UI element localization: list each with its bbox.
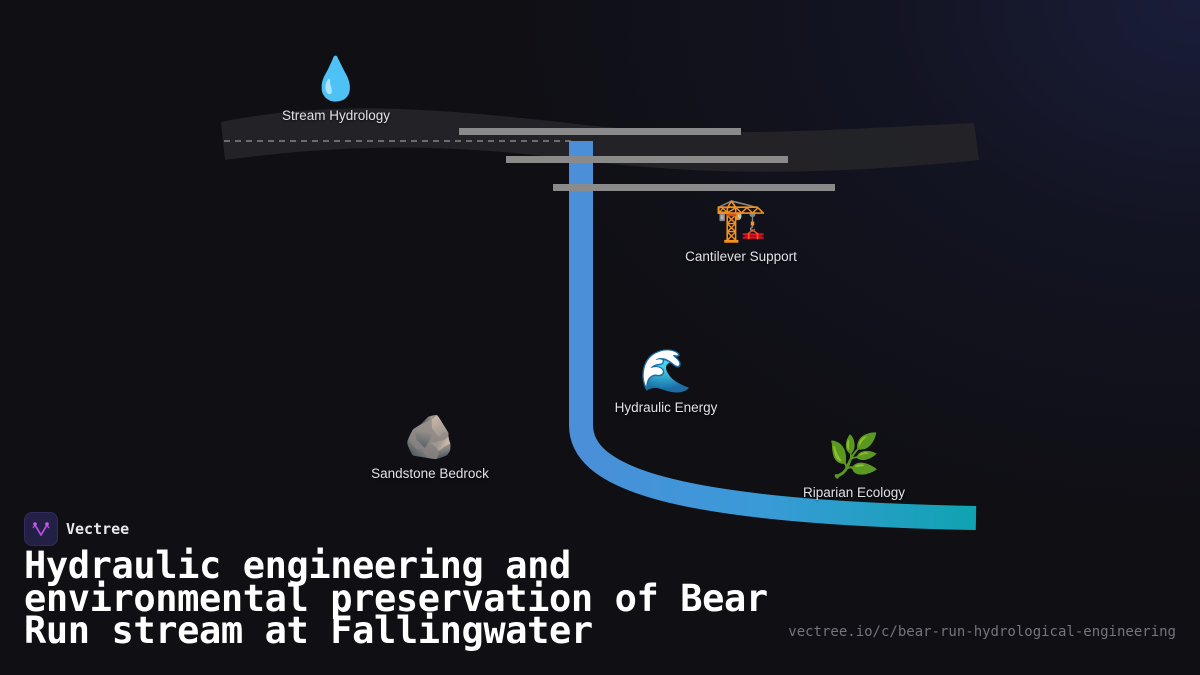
crane-icon: 🏗️ [714, 195, 768, 244]
node-cantilever-support[interactable]: 🏗️ Cantilever Support [685, 195, 797, 264]
brand-name: Vectree [66, 520, 130, 538]
node-label: Stream Hydrology [281, 108, 391, 123]
rock-icon: 🪨 [403, 412, 457, 461]
brand[interactable]: Vectree [24, 512, 129, 546]
node-label: Riparian Ecology [802, 485, 906, 500]
node-label: Hydraulic Energy [614, 400, 718, 415]
vectree-logo-icon [24, 512, 58, 546]
stream-path [569, 141, 977, 530]
terrace-1 [459, 128, 741, 135]
node-stream-hydrology[interactable]: 💧 Stream Hydrology [282, 54, 390, 123]
ground-band [221, 108, 979, 172]
terrace-3 [553, 184, 835, 191]
source-url[interactable]: vectree.io/c/bear-run-hydrological-engin… [788, 624, 1176, 640]
water-drop-icon: 💧 [309, 54, 363, 103]
wave-icon: 🌊 [639, 346, 693, 395]
node-label: Sandstone Bedrock [371, 466, 489, 481]
node-riparian-ecology[interactable]: 🌿 Riparian Ecology [803, 431, 905, 500]
page-title: Hydraulic engineering and environmental … [24, 544, 768, 652]
node-label: Cantilever Support [685, 249, 797, 264]
terrace-2 [506, 156, 788, 163]
herb-icon: 🌿 [827, 431, 881, 480]
node-sandstone-bedrock[interactable]: 🪨 Sandstone Bedrock [371, 412, 489, 481]
node-hydraulic-energy[interactable]: 🌊 Hydraulic Energy [615, 346, 718, 415]
